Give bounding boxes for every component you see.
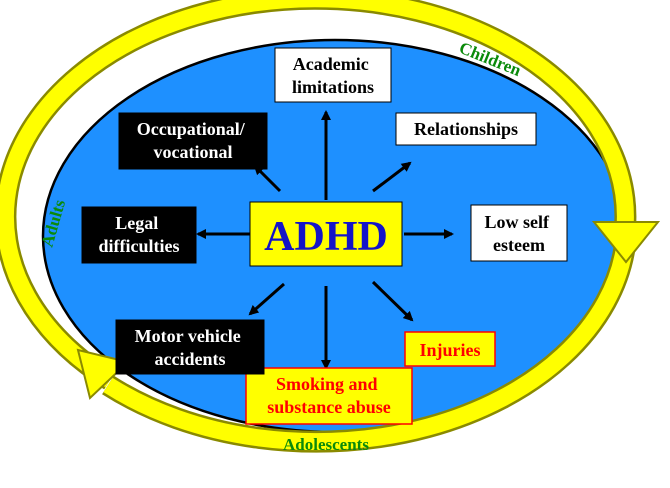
outcome-relationships: Relationships — [395, 112, 537, 146]
outcome-smoking: Smoking and substance abuse — [245, 367, 413, 425]
outcome-occupational: Occupational/ vocational — [118, 112, 268, 170]
outcome-label-occupational: Occupational/ vocational — [137, 119, 250, 162]
outcome-label-motor-vehicle: Motor vehicle accidents — [135, 326, 246, 369]
center-label: ADHD — [264, 214, 388, 260]
outcome-injuries: Injuries — [404, 331, 496, 367]
outcome-label-legal: Legal difficulties — [99, 213, 180, 256]
arrow-to-occupational — [253, 164, 282, 193]
stage-label-adolescents: Adolescents — [283, 435, 369, 454]
arrow-to-injuries — [371, 280, 414, 322]
outcome-self-esteem: Low self esteem — [470, 204, 568, 262]
lifecycle-ring — [0, 0, 661, 453]
arrow-to-relationships — [372, 161, 412, 193]
center-node: ADHD — [249, 201, 403, 267]
outcome-academic: Academic limitations — [274, 47, 392, 103]
outcome-label-smoking: Smoking and substance abuse — [267, 374, 391, 417]
outcome-label-academic: Academic limitations — [292, 54, 374, 97]
outcome-label-relationships: Relationships — [414, 119, 518, 139]
outcome-label-self-esteem: Low self esteem — [485, 212, 554, 255]
outcome-legal: Legal difficulties — [81, 206, 197, 264]
outcome-arrows — [196, 110, 454, 370]
outcome-motor-vehicle: Motor vehicle accidents — [115, 319, 265, 375]
ring-arrowhead-right — [591, 221, 661, 264]
outcome-label-injuries: Injuries — [419, 340, 480, 360]
center-box — [249, 201, 403, 267]
arrow-to-motor-vehicle — [248, 282, 285, 316]
